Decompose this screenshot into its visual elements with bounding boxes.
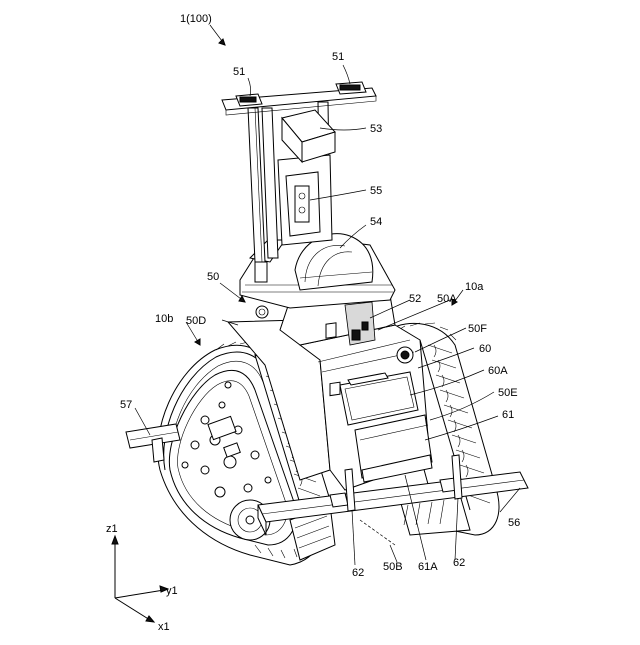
label-62-right: 62	[453, 557, 465, 569]
label-50E: 50E	[498, 387, 518, 399]
axis-label-x: x1	[158, 621, 170, 633]
label-50D: 50D	[186, 315, 206, 327]
label-50A: 50A	[437, 293, 457, 305]
label-61A: 61A	[418, 561, 438, 573]
top-sensor-bar	[222, 82, 376, 115]
label-54: 54	[370, 216, 382, 228]
label-61: 61	[502, 409, 514, 421]
label-10a: 10a	[465, 281, 484, 293]
label-56: 56	[508, 517, 520, 529]
label-60A: 60A	[488, 365, 508, 377]
label-62-left: 62	[352, 567, 364, 579]
label-50B: 50B	[383, 561, 403, 573]
label-51-left: 51	[233, 66, 245, 78]
label-60: 60	[479, 343, 491, 355]
label-52: 52	[409, 293, 421, 305]
coordinate-axes	[112, 536, 168, 622]
sensor-column	[248, 102, 335, 262]
label-50F: 50F	[468, 323, 487, 335]
label-57: 57	[120, 399, 132, 411]
label-55: 55	[370, 185, 382, 197]
label-51-right: 51	[332, 51, 344, 63]
label-10b: 10b	[155, 313, 173, 325]
label-50: 50	[207, 271, 219, 283]
label-53: 53	[370, 123, 382, 135]
axis-label-y: y1	[166, 585, 178, 597]
axis-label-z: z1	[106, 523, 118, 535]
label-main: 1(100)	[180, 13, 212, 25]
